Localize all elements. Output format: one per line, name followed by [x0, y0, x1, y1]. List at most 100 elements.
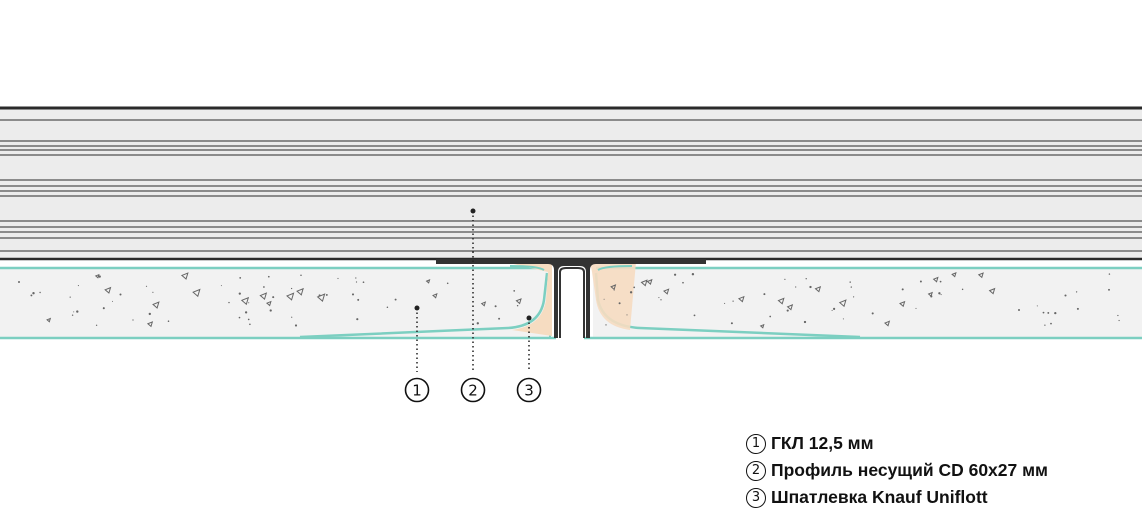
legend-text-1: ГКЛ 12,5 мм	[771, 433, 874, 453]
speckle	[228, 301, 230, 304]
speckle	[961, 288, 964, 291]
speckle	[259, 292, 268, 301]
joint-filler	[505, 262, 636, 336]
speckle	[803, 320, 807, 324]
gypsum-board-right	[584, 266, 1142, 340]
speckle	[316, 293, 326, 302]
speckle	[516, 304, 519, 307]
speckle	[618, 302, 621, 305]
speckle	[180, 272, 189, 280]
speckle	[145, 285, 148, 287]
speckle	[498, 317, 501, 320]
cd-profile	[0, 106, 1142, 261]
speckle	[362, 281, 365, 284]
speckle	[290, 287, 293, 290]
speckle	[805, 278, 807, 280]
marker-2: 2	[460, 377, 486, 403]
speckle	[682, 281, 684, 284]
gypsum-texture	[18, 272, 1120, 329]
speckle	[39, 291, 41, 294]
speckle	[646, 278, 653, 285]
speckle	[1117, 314, 1119, 317]
speckle	[18, 281, 20, 283]
speckle	[1050, 322, 1052, 325]
speckle	[786, 309, 789, 312]
speckle	[296, 287, 304, 296]
speckle	[938, 292, 941, 295]
speckle	[32, 292, 35, 295]
speckle	[940, 294, 942, 296]
speckle	[337, 277, 339, 280]
speckle	[759, 323, 765, 329]
speckle	[1054, 311, 1057, 315]
speckle	[732, 300, 734, 302]
speckle	[1108, 273, 1111, 275]
speckle	[220, 285, 222, 287]
speckle	[626, 314, 628, 316]
speckle	[77, 285, 79, 287]
speckle	[932, 276, 939, 283]
speckle	[432, 293, 438, 299]
speckle	[660, 299, 662, 301]
legend-text-3: Шпатлевка Knauf Uniflott	[771, 487, 988, 507]
marker-3-label: 3	[524, 382, 534, 400]
leader-dot-2	[470, 208, 476, 214]
speckle	[357, 298, 360, 301]
leader-lines	[414, 208, 532, 372]
speckle	[915, 307, 917, 309]
speckle	[850, 286, 852, 288]
speckle	[814, 285, 822, 293]
speckle	[69, 296, 71, 298]
speckle	[1064, 294, 1067, 297]
speckle	[148, 312, 151, 316]
marker-1: 1	[404, 377, 430, 403]
speckle	[104, 286, 112, 294]
speckle	[951, 272, 957, 278]
speckle	[853, 296, 855, 298]
legend-marker-2: 2	[746, 460, 766, 481]
speckle	[325, 293, 328, 296]
speckle	[784, 278, 786, 281]
speckle	[351, 293, 355, 296]
legend-item-1: 1 ГКЛ 12,5 мм	[746, 430, 1142, 457]
speckle	[355, 277, 357, 279]
speckle	[386, 306, 389, 308]
speckle	[152, 291, 154, 293]
speckle	[899, 300, 906, 308]
speckle	[294, 324, 298, 327]
speckle	[291, 316, 293, 318]
legend-text-2: Профиль несущий CD 60x27 мм	[771, 460, 1049, 480]
speckle	[724, 302, 726, 304]
speckle	[111, 300, 114, 302]
marker-1-label: 1	[412, 382, 422, 400]
speckle	[658, 297, 660, 299]
cd-profile-body	[0, 108, 1142, 260]
speckle	[633, 286, 636, 289]
speckle	[355, 281, 358, 283]
speckle	[248, 302, 250, 304]
legend-item-2: 2 Профиль несущий CD 60x27 мм	[746, 457, 1142, 484]
speckle	[265, 300, 272, 307]
speckle	[605, 324, 607, 326]
speckle	[513, 290, 516, 292]
speckle	[494, 305, 497, 308]
speckle	[239, 277, 242, 279]
leader-dot-3	[526, 315, 532, 321]
speckle	[272, 296, 275, 299]
speckle	[152, 301, 160, 309]
speckle	[786, 304, 794, 311]
speckle	[247, 318, 250, 321]
speckle	[238, 316, 241, 319]
speckle	[1075, 291, 1078, 293]
speckle	[244, 311, 248, 314]
speckle	[883, 320, 891, 327]
speckle	[809, 285, 812, 289]
legend-marker-3: 3	[746, 487, 766, 508]
speckle	[269, 309, 272, 312]
speckle	[46, 317, 52, 323]
speckle	[1108, 288, 1110, 291]
speckle	[977, 272, 984, 279]
speckle	[927, 291, 933, 297]
profile-flange	[436, 259, 706, 340]
